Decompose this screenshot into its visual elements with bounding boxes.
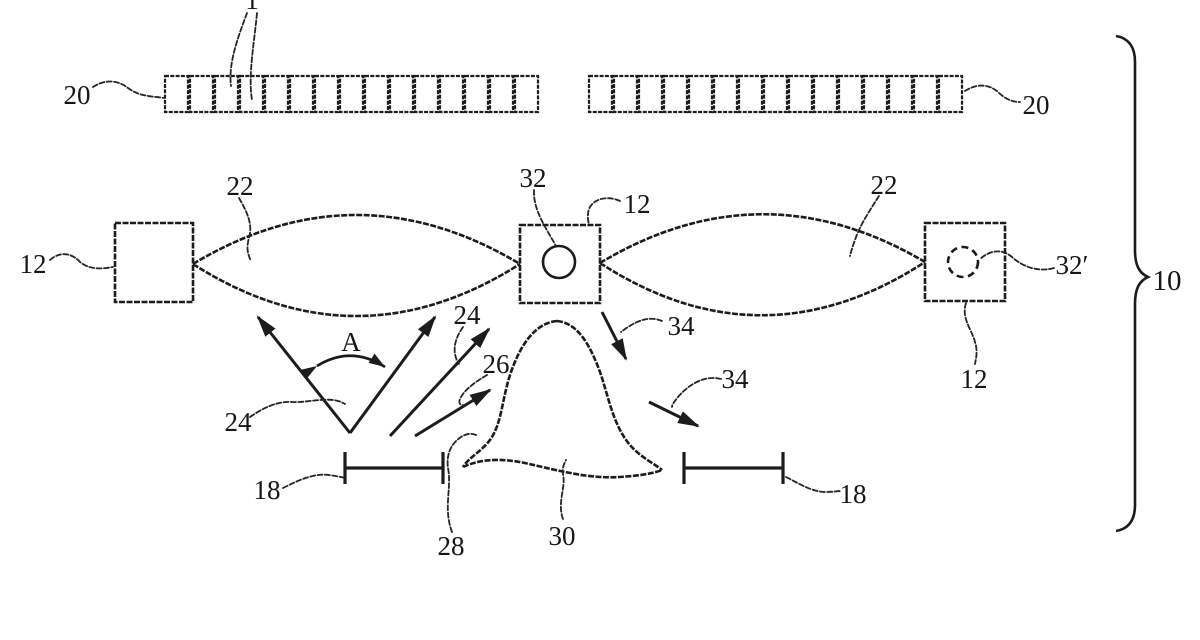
- label-angle: A: [341, 327, 361, 357]
- bar-cell: [739, 76, 762, 112]
- leader-component-32: [534, 190, 556, 246]
- leader-lens-left: [239, 198, 251, 261]
- label-lens-left: 22: [227, 171, 254, 201]
- label-beam-upper: 34: [668, 311, 696, 341]
- bar-cell: [365, 76, 388, 112]
- bar-cell: [589, 76, 612, 112]
- leader-component-32-prime: [980, 251, 1054, 269]
- label-component-32-prime: 32′: [1056, 250, 1089, 280]
- leader-beam-lower: [672, 378, 721, 407]
- leader-segment-left: [283, 475, 345, 488]
- label-beam-lower: 34: [722, 364, 750, 394]
- angle-arc-arrowhead-right: [369, 354, 388, 372]
- beam-arrow-upper: [602, 312, 626, 359]
- leader-bar-right: [965, 86, 1020, 102]
- bar-cell: [839, 76, 862, 112]
- emitter-circle-dashed: [948, 247, 978, 277]
- label-ray-26: 26: [483, 349, 510, 379]
- leader-ref-28: [448, 434, 478, 532]
- bar-cell: [415, 76, 438, 112]
- leader-housing-right: [965, 303, 977, 364]
- label-bar-left: 20: [64, 80, 91, 110]
- beam-arrow-lower: [649, 402, 698, 426]
- leader-housing-center: [588, 198, 620, 225]
- pixel-bar-left: [165, 76, 538, 112]
- bar-cell: [639, 76, 662, 112]
- system-brace: [1116, 36, 1148, 531]
- bar-cell: [864, 76, 887, 112]
- emitter-circle: [543, 246, 575, 278]
- bar-cell: [190, 76, 213, 112]
- label-segment-left: 18: [254, 475, 281, 505]
- bar-cell: [914, 76, 937, 112]
- bar-cell: [490, 76, 513, 112]
- leader-housing-left: [50, 254, 113, 268]
- leader-bar-left: [93, 81, 164, 98]
- label-housing-center: 12: [624, 189, 651, 219]
- bar-cell: [265, 76, 288, 112]
- label-ray-upper: 24: [454, 300, 482, 330]
- bar-cell: [390, 76, 413, 112]
- bar-cell: [889, 76, 912, 112]
- bar-cell: [515, 76, 538, 112]
- leader-nose-30: [561, 460, 566, 519]
- ray-arrow-v-right: [350, 317, 435, 433]
- label-nose-30: 30: [549, 521, 576, 551]
- bar-cell: [440, 76, 463, 112]
- bar-cell: [764, 76, 787, 112]
- nose-curve: [463, 321, 662, 477]
- bar-cell: [290, 76, 313, 112]
- bar-cell: [215, 76, 238, 112]
- bar-cell: [689, 76, 712, 112]
- label-system-brace: 10: [1153, 265, 1182, 297]
- bar-cell: [714, 76, 737, 112]
- bar-cell: [789, 76, 812, 112]
- bar-cell: [315, 76, 338, 112]
- lens-right: [600, 214, 925, 315]
- bar-cell: [165, 76, 188, 112]
- label-device-top: 1: [245, 0, 259, 15]
- leader-segment-right: [786, 477, 842, 492]
- bar-cell: [664, 76, 687, 112]
- bar-cell: [340, 76, 363, 112]
- label-component-32: 32: [520, 163, 547, 193]
- label-rays-group: 24: [225, 407, 253, 437]
- housing-center-square: [520, 225, 600, 303]
- segment-left: [345, 452, 443, 484]
- leader-lens-right: [850, 196, 879, 256]
- pixel-bar-right: [589, 76, 962, 112]
- label-housing-right: 12: [961, 364, 988, 394]
- housing-left-square: [115, 223, 193, 302]
- bar-cell: [614, 76, 637, 112]
- label-housing-left: 12: [20, 249, 47, 279]
- bar-cell: [814, 76, 837, 112]
- label-bar-right: 20: [1023, 90, 1050, 120]
- label-segment-right: 18: [840, 479, 867, 509]
- segment-right: [684, 452, 783, 484]
- leader-beam-upper: [621, 319, 662, 332]
- bar-cell: [465, 76, 488, 112]
- label-lens-right: 22: [871, 170, 898, 200]
- housing-right-square: [925, 223, 1005, 301]
- bar-cell: [939, 76, 962, 112]
- label-ref-28: 28: [438, 531, 465, 561]
